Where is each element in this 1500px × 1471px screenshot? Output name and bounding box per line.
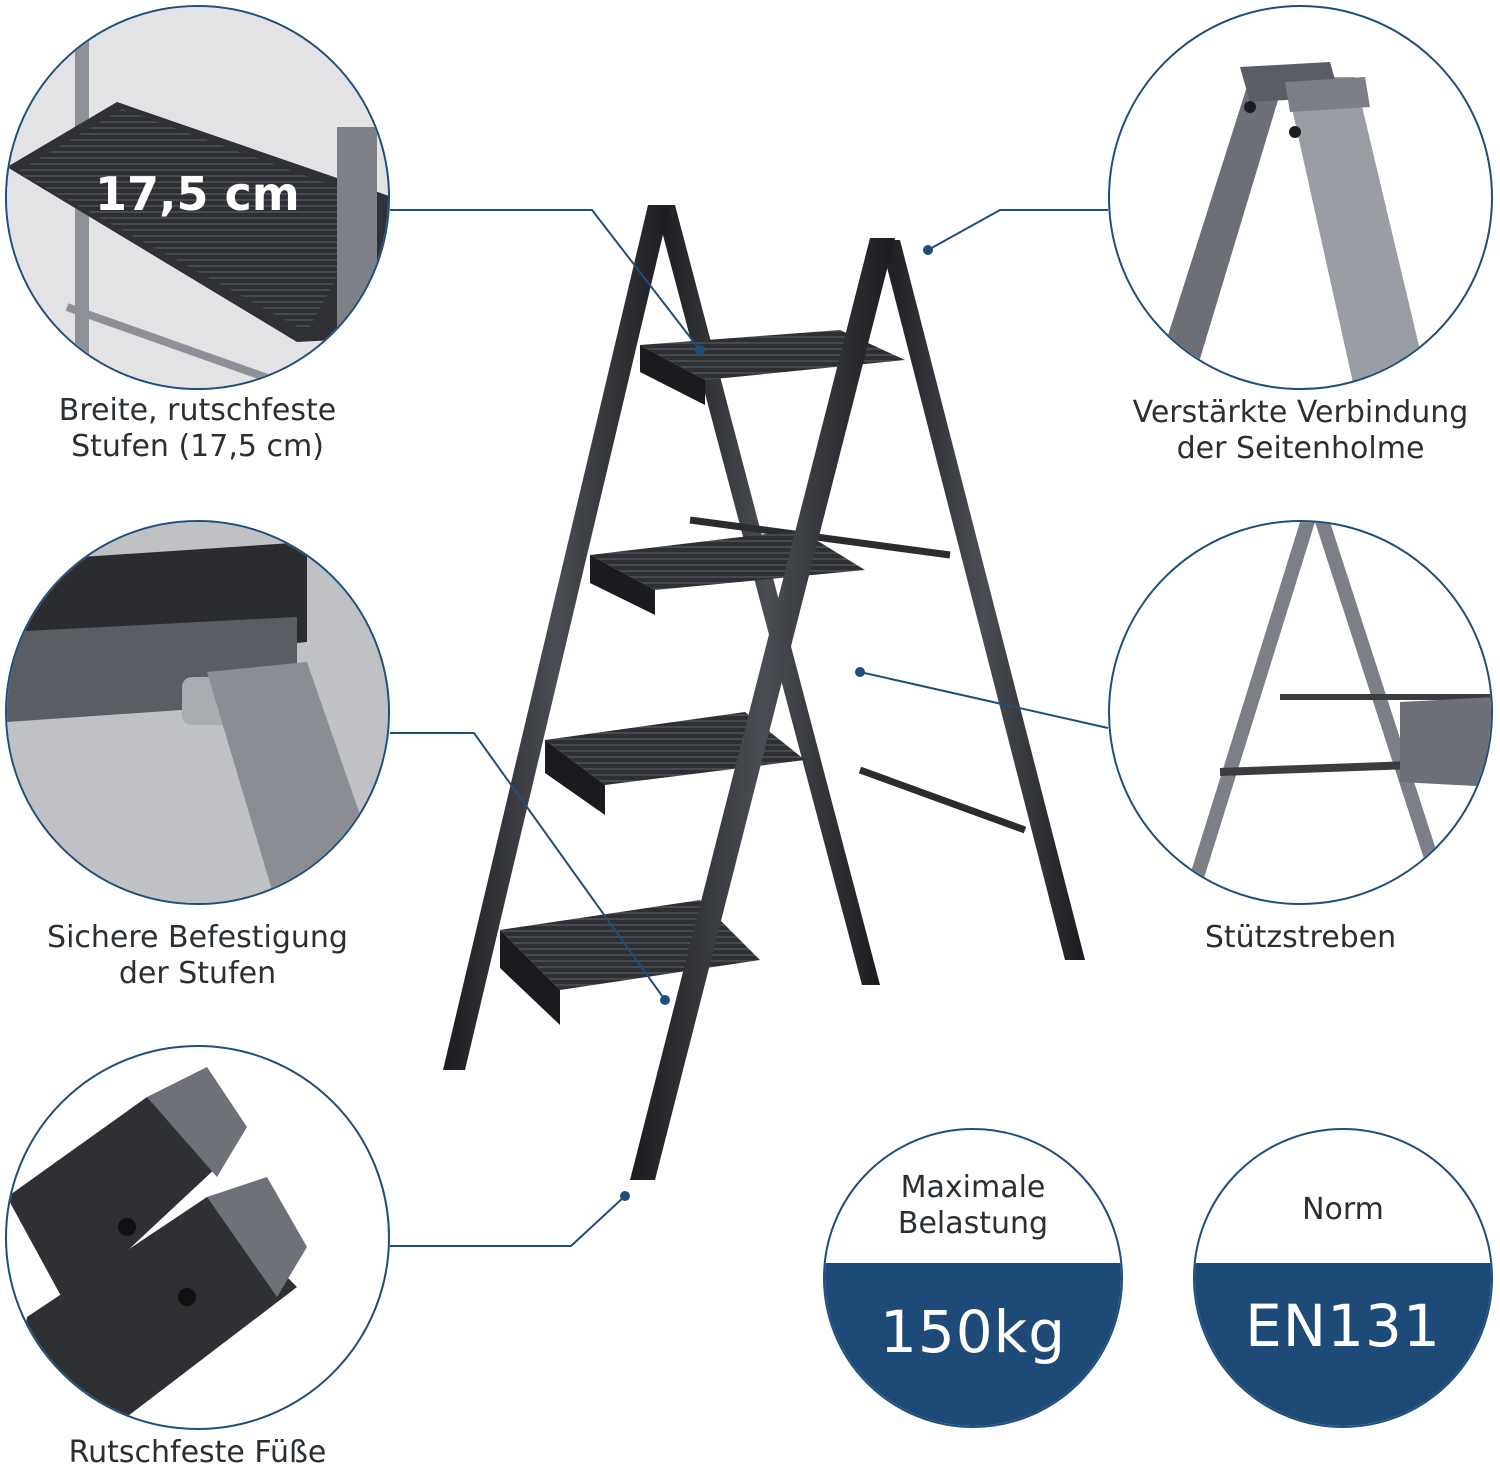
badge-max-load-value: 150kg [879, 1298, 1067, 1366]
strut-bottom [858, 766, 1027, 834]
strut-top [689, 516, 951, 559]
leader-steps [390, 209, 701, 351]
step-closeup-image [7, 7, 388, 388]
label-fixing-line2: der Stufen [118, 956, 277, 991]
badge-norm: Norm EN131 [1193, 1128, 1493, 1428]
feet-closeup-image [7, 1067, 307, 1428]
badge-max-load: Maximale Belastung 150kg [823, 1128, 1123, 1428]
detail-circle-struts [1108, 520, 1493, 905]
leader-feet [390, 1195, 626, 1247]
joint-closeup-image [1151, 62, 1430, 388]
label-struts: Stützstreben [1108, 920, 1493, 956]
front-rail-right [630, 238, 895, 1180]
step-1 [640, 330, 905, 405]
badge-max-load-line1: Maximale [900, 1170, 1046, 1205]
label-feet-line1: Rutschfeste Füße [68, 1435, 327, 1470]
fixing-closeup-image [7, 522, 388, 903]
front-rail-left [443, 205, 670, 1070]
label-steps-line1: Breite, rutschfeste [58, 393, 337, 428]
label-joint-line2: der Seitenholme [1176, 431, 1425, 466]
label-struts-line1: Stützstreben [1204, 920, 1397, 955]
detail-circle-feet [5, 1045, 390, 1430]
detail-circle-joint [1108, 5, 1493, 390]
label-joint-line1: Verstärkte Verbindung [1132, 395, 1469, 430]
detail-circle-steps: 17,5 cm [5, 5, 390, 390]
label-fixing: Sichere Befestigung der Stufen [5, 920, 390, 992]
label-steps: Breite, rutschfeste Stufen (17,5 cm) [5, 393, 390, 465]
leader-joint [927, 209, 1108, 251]
badge-norm-value: EN131 [1245, 1292, 1441, 1360]
label-steps-line2: Stufen (17,5 cm) [71, 429, 324, 464]
label-feet: Rutschfeste Füße [5, 1435, 390, 1471]
badge-max-load-band [825, 1263, 1121, 1426]
badge-norm-band [1195, 1263, 1491, 1426]
detail-circle-fixing [5, 520, 390, 905]
struts-closeup-image [1181, 522, 1491, 903]
badge-max-load-line2: Belastung [897, 1206, 1049, 1241]
label-joint: Verstärkte Verbindung der Seitenholme [1108, 395, 1493, 467]
badge-norm-line1: Norm [1302, 1192, 1384, 1227]
leader-fixing [390, 732, 666, 1001]
leader-struts [859, 671, 1109, 729]
step-2 [590, 530, 865, 615]
rear-leg-left [655, 205, 880, 985]
rear-leg-right [880, 240, 1085, 960]
step-width-measure: 17,5 cm [95, 167, 300, 221]
label-fixing-line1: Sichere Befestigung [47, 920, 348, 955]
